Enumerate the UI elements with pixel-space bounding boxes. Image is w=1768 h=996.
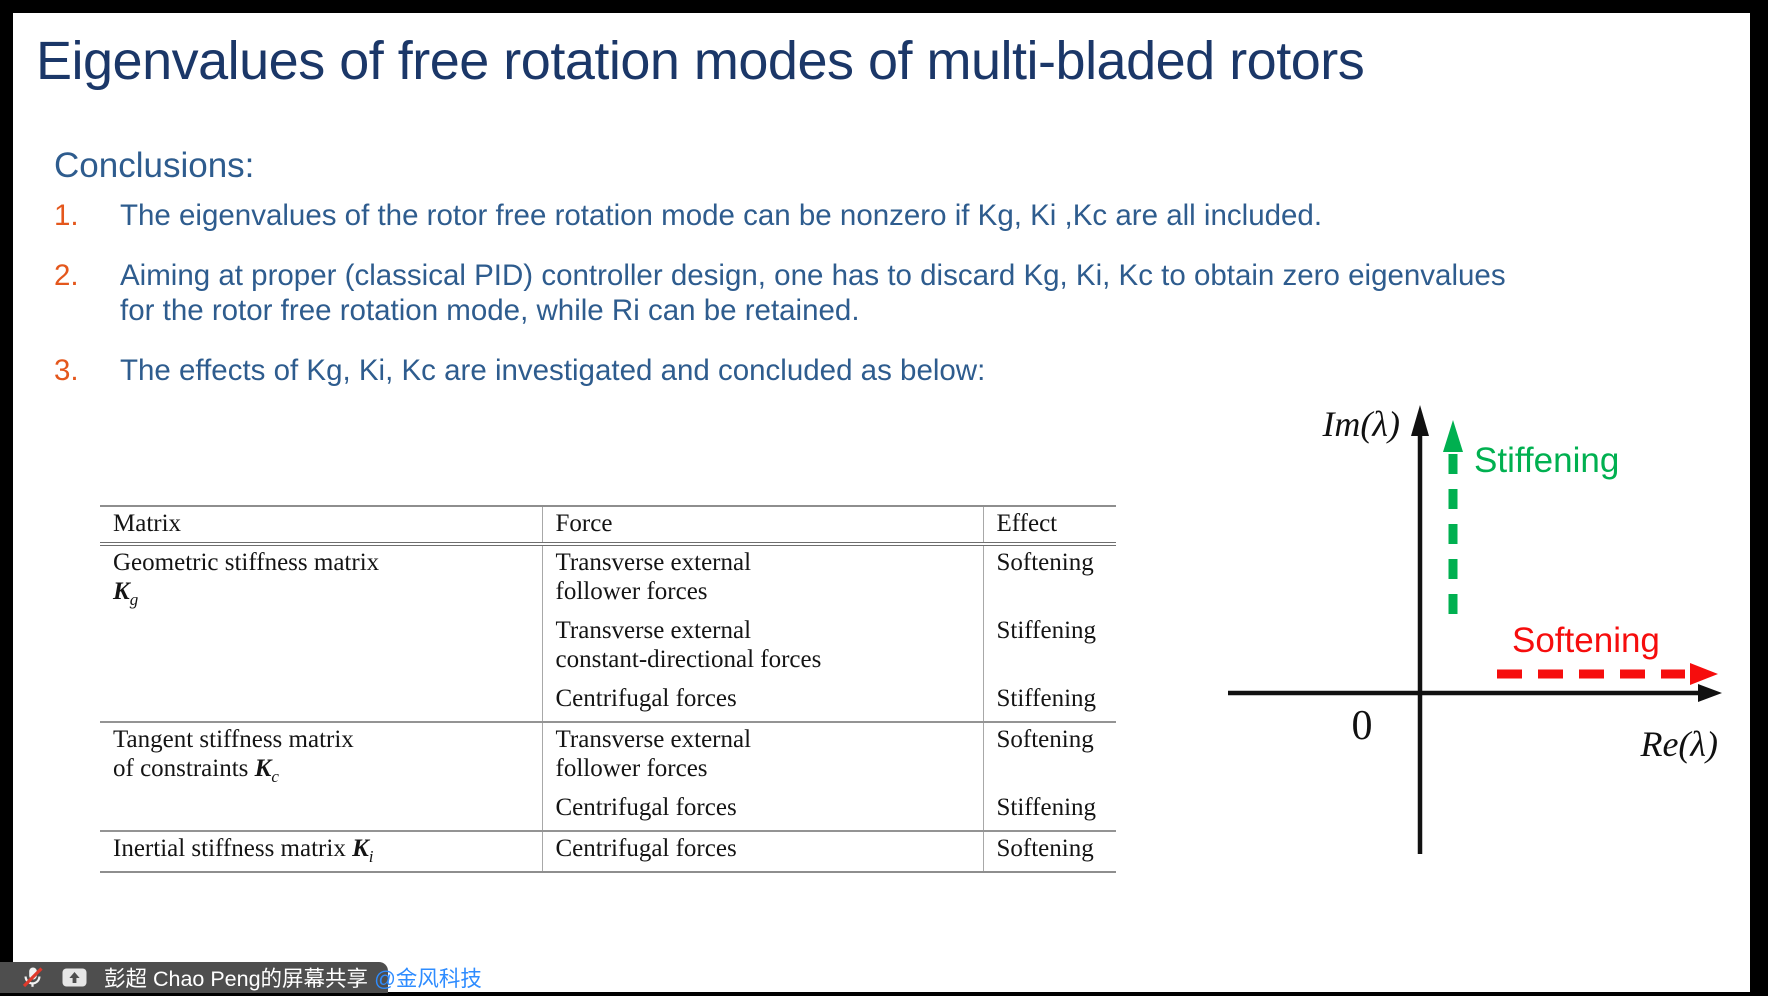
force-cell: Centrifugal forces xyxy=(542,682,984,722)
effect-cell: Stiffening xyxy=(996,617,1097,644)
stiffness-effects-table: Matrix Force Effect Geometric stiffness … xyxy=(100,505,1116,873)
matrix-cell-kg: Geometric stiffness matrix Kg xyxy=(100,543,543,722)
matrix-cell-ki: Inertial stiffness matrix Ki xyxy=(100,830,543,872)
slide-title: Eigenvalues of free rotation modes of mu… xyxy=(36,31,1365,91)
force-cell: Transverse external follower forces xyxy=(542,543,984,614)
conclusion-number: 2. xyxy=(54,259,79,292)
conclusion-number: 3. xyxy=(54,354,79,387)
effect-cell: Stiffening xyxy=(996,794,1097,821)
effect-cell: Softening xyxy=(983,830,1116,872)
table-row: Geometric stiffness matrix Kg Transverse… xyxy=(100,543,1116,722)
conclusion-number: 1. xyxy=(54,199,79,232)
conclusion-text: Aiming at proper (classical PID) control… xyxy=(120,259,1506,327)
window-border-right xyxy=(1750,0,1768,996)
muted-mic-icon xyxy=(20,965,45,990)
column-header-matrix: Matrix xyxy=(100,505,543,546)
column-header-effect: Effect xyxy=(983,505,1116,546)
effect-cell: Softening xyxy=(983,543,1116,614)
effect-cell: Softening xyxy=(983,721,1116,791)
stiffening-arrowhead xyxy=(1443,420,1463,452)
conclusions-list: 1. The eigenvalues of the rotor free rot… xyxy=(54,198,1524,413)
column-header-force: Force xyxy=(542,505,984,546)
screen-share-icon xyxy=(61,966,88,990)
share-bar-text: 彭超 Chao Peng的屏幕共享 xyxy=(104,967,369,991)
table-row: Centrifugal forces Stiffening xyxy=(100,791,1116,831)
conclusion-item-2: 2. Aiming at proper (classical PID) cont… xyxy=(54,258,1524,328)
im-axis-arrowhead xyxy=(1411,405,1429,436)
effect-cell: Stiffening xyxy=(996,685,1097,712)
window-border-bottom xyxy=(0,992,1768,996)
conclusion-item-3: 3. The effects of Kg, Ki, Kc are investi… xyxy=(54,353,1524,388)
conclusion-item-1: 1. The eigenvalues of the rotor free rot… xyxy=(54,198,1524,233)
table-row: Transverse external constant-directional… xyxy=(100,614,1116,682)
window-border-top xyxy=(0,0,1768,13)
origin-label: 0 xyxy=(1352,703,1373,749)
softening-label: Softening xyxy=(1512,621,1660,660)
softening-arrowhead xyxy=(1690,663,1718,685)
force-cell: Centrifugal forces xyxy=(542,791,984,831)
table-row: Centrifugal forces Stiffening xyxy=(100,682,1116,722)
conclusion-text: The eigenvalues of the rotor free rotati… xyxy=(120,199,1323,232)
im-axis-label: Im(λ) xyxy=(1321,404,1400,444)
matrix-cell-kc: Tangent stiffness matrix of constraints … xyxy=(100,721,543,831)
conclusion-text: The effects of Kg, Ki, Kc are investigat… xyxy=(120,354,986,387)
re-axis-arrowhead xyxy=(1698,684,1722,702)
eigenvalue-plane-diagram: Im(λ) Re(λ) 0 Stiffening Softening xyxy=(1228,404,1722,854)
force-cell: Centrifugal forces xyxy=(542,830,984,872)
table-header-row: Matrix Force Effect xyxy=(100,505,1116,546)
screen-share-bar: 彭超 Chao Peng的屏幕共享@金风科技 xyxy=(0,962,482,993)
stiffening-label: Stiffening xyxy=(1474,441,1619,480)
table-row: Inertial stiffness matrix Ki Centrifugal… xyxy=(100,830,1116,872)
force-cell: Transverse external constant-directional… xyxy=(542,614,984,682)
conclusions-heading: Conclusions: xyxy=(54,146,255,185)
force-cell: Transverse external follower forces xyxy=(542,721,984,791)
table-row: Tangent stiffness matrix of constraints … xyxy=(100,721,1116,831)
re-axis-label: Re(λ) xyxy=(1639,724,1718,764)
share-bar-mention: @金风科技 xyxy=(374,967,482,991)
window-border-left xyxy=(0,0,13,996)
